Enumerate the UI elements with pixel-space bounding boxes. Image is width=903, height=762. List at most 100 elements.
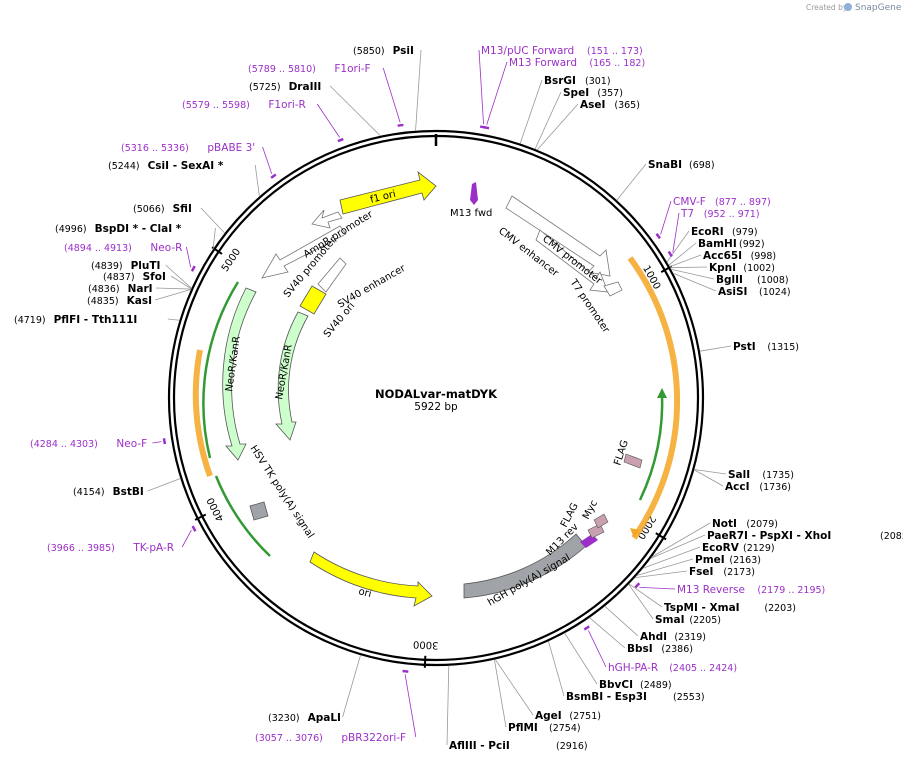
site-label[interactable]: BsrGI(301)	[544, 75, 611, 87]
site-name: FseI	[689, 566, 713, 578]
site-position: (4837)	[103, 272, 135, 283]
site-label[interactable]: (5725)DraIII	[249, 81, 321, 93]
site-label[interactable]: (4837)SfoI	[103, 271, 166, 283]
site-position: (992)	[739, 239, 765, 250]
site-label[interactable]: (4835)KasI	[87, 295, 152, 307]
site-label[interactable]: BbvCI(2489)	[599, 679, 672, 691]
site-label[interactable]: AsiSI (1024)	[718, 286, 791, 298]
primer-name: M13 Reverse	[677, 584, 745, 596]
site-label[interactable]: BbsI(2386)	[627, 643, 693, 655]
site-connector	[628, 583, 663, 608]
site-name: AccI	[725, 481, 749, 493]
primer-label[interactable]: (3057 .. 3076)pBR322ori-F	[255, 732, 406, 744]
site-label[interactable]: AflIII - PciI(2916)	[449, 740, 588, 752]
site-label[interactable]: PstI(1315)	[733, 341, 799, 353]
site-name: PmeI	[695, 554, 725, 566]
site-label[interactable]: (5066)SfiI	[133, 203, 192, 215]
primer-mark	[402, 669, 409, 673]
primer-mark	[583, 625, 590, 631]
site-position: (2751)	[569, 711, 601, 722]
site-label[interactable]: SnaBI(698)	[648, 159, 715, 171]
primer-connector	[316, 103, 340, 138]
primer-label[interactable]: (3966 .. 3985) TK-pA-R	[47, 542, 174, 554]
site-name: BsrGI	[544, 75, 576, 87]
site-label[interactable]: (4839)PluTI	[91, 260, 160, 272]
site-label[interactable]: FseI(2173)	[689, 566, 755, 578]
site-connector	[564, 632, 598, 685]
site-label[interactable]: EcoRV(2129)	[702, 542, 775, 554]
primer-connector	[672, 212, 680, 253]
site-position: (1735)	[762, 470, 794, 481]
site-connector	[147, 478, 181, 492]
site-label[interactable]: (4996)BspDI * - ClaI *	[55, 223, 182, 235]
site-label[interactable]: Acc65I(998)	[703, 250, 776, 262]
site-label[interactable]: BamHI(992)	[698, 238, 765, 250]
site-label[interactable]: AhdI(2319)	[640, 631, 706, 643]
site-position: (357)	[597, 88, 623, 99]
neor-kanr-outer-arrow	[222, 287, 257, 461]
site-position: (2079)	[746, 519, 778, 530]
site-label[interactable]: BglII(1008)	[716, 274, 789, 286]
neo-green-track	[202, 281, 240, 459]
site-label[interactable]: BsmBI - Esp3I(2553)	[566, 691, 705, 703]
site-label[interactable]: EcoRI(979)	[691, 226, 758, 238]
credit-prefix: Created by	[806, 3, 848, 12]
primer-position: (4284 .. 4303)	[30, 439, 98, 450]
site-label[interactable]: NotI(2079)	[712, 518, 778, 530]
site-label[interactable]: SalI(1735)	[728, 469, 794, 481]
site-label[interactable]: SmaI(2205)	[655, 614, 721, 626]
primer-label[interactable]: M13/pUC Forward(151 .. 173)	[481, 45, 643, 57]
site-name: CsiI - SexAI *	[148, 160, 224, 172]
primer-label[interactable]: (5316 .. 5336)pBABE 3'	[121, 142, 255, 154]
site-position: (4836)	[88, 284, 120, 295]
site-label[interactable]: (3230)ApaLI	[268, 712, 341, 724]
primer-label[interactable]: M13 Reverse(2179 .. 2195)	[677, 584, 825, 596]
site-position: (2129)	[743, 543, 775, 554]
primer-label[interactable]: (4894 .. 4913)Neo-R	[64, 242, 182, 254]
primer-position: (3966 .. 3985)	[47, 543, 115, 554]
site-position: (4835)	[87, 296, 119, 307]
site-name: AsiSI	[718, 286, 747, 298]
site-name: AflIII - PciI	[449, 740, 510, 752]
site-label[interactable]: (5850)PsiI	[353, 45, 414, 57]
site-name: PaeR7I - PspXI - XhoI	[707, 530, 831, 542]
primer-connector	[404, 674, 417, 738]
site-label[interactable]: (5244)CsiI - SexAI *	[108, 160, 224, 172]
site-label[interactable]: TspMI - XmaI(2203)	[664, 602, 796, 614]
primer-label[interactable]: (5789 .. 5810)F1ori-F	[248, 63, 371, 75]
site-label[interactable]: PmeI(2163)	[695, 554, 761, 566]
site-label[interactable]: (4836)NarI	[88, 283, 153, 295]
site-position: (698)	[689, 160, 715, 171]
primer-labels: M13/pUC Forward(151 .. 173)M13 Forward(1…	[30, 45, 825, 744]
site-labels: (5850)PsiI (5725)DraIII (5244)CsiI - SexAI…	[14, 45, 903, 752]
site-label[interactable]: PaeR7I - PspXI - XhoI(2085)	[707, 530, 903, 542]
primer-label[interactable]: M13 Forward(165 .. 182)	[509, 57, 645, 69]
primer-name: TK-pA-R	[132, 542, 174, 554]
site-label[interactable]: SpeI(357)	[563, 87, 623, 99]
primer-label[interactable]: T7(952 .. 971)	[680, 208, 760, 220]
site-label[interactable]: AccI(1736)	[725, 481, 791, 493]
site-position: (4839)	[91, 261, 123, 272]
primer-label[interactable]: CMV-F(877 .. 897)	[673, 196, 771, 208]
site-connector	[650, 534, 706, 559]
hsv-tk-polya-box	[249, 501, 269, 521]
site-position: (1024)	[759, 287, 791, 298]
snapgene-logo-icon	[844, 3, 852, 11]
site-label[interactable]: KpnI(1002)	[709, 262, 775, 274]
site-name: PflMI	[508, 722, 538, 734]
ori-label: ori	[357, 586, 372, 600]
f1-ori-arrow	[339, 170, 437, 215]
site-name: PflFI - Tth111I	[54, 314, 138, 326]
primer-label[interactable]: (4284 .. 4303)Neo-F	[30, 438, 147, 450]
tick-label: 3000	[413, 638, 439, 650]
site-label[interactable]: (4154)BstBI	[73, 486, 144, 498]
primer-label[interactable]: (5579 .. 5598)F1ori-R	[182, 99, 306, 111]
primer-label[interactable]: hGH-PA-R(2405 .. 2424)	[608, 662, 737, 674]
site-position: (5725)	[249, 82, 281, 93]
site-label[interactable]: PflMI(2754)	[508, 722, 581, 734]
site-connector	[519, 79, 543, 144]
site-label[interactable]: AseI(365)	[580, 99, 640, 111]
site-label[interactable]: (4719)PflFI - Tth111I	[14, 314, 137, 326]
site-label[interactable]: AgeI(2751)	[535, 710, 601, 722]
